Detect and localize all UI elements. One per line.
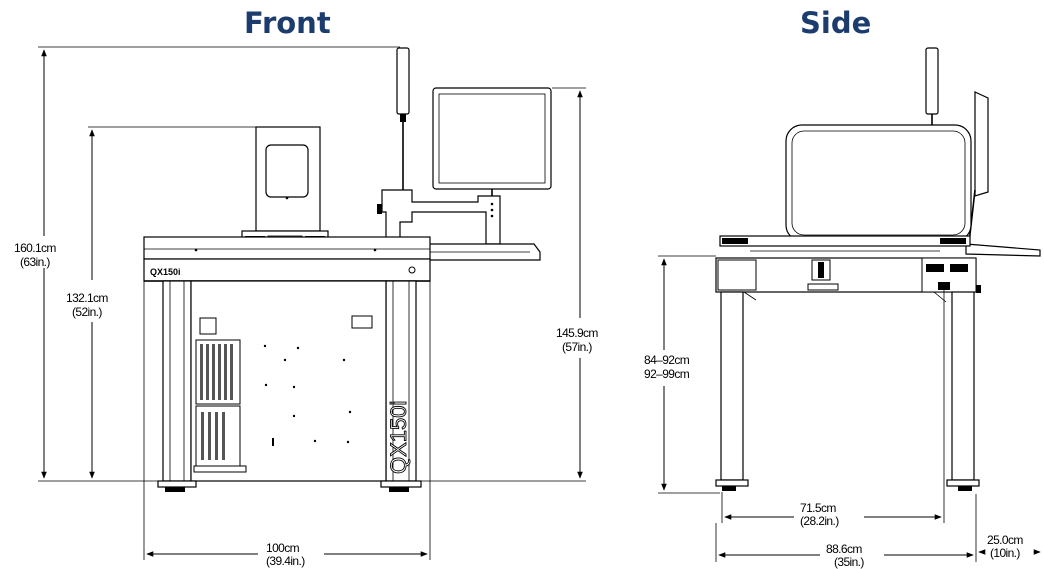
side-inner-depth-imperial: (28.2in.) (800, 514, 839, 528)
front-body-height-metric: 132.1cm (66, 291, 108, 305)
side-dim-height: 84–92cm 92–99cm (644, 255, 720, 494)
front-left-leg (162, 280, 192, 482)
side-height-range-1: 84–92cm (644, 353, 690, 367)
front-body-height-imperial: (52in.) (72, 305, 102, 319)
front-monitor-arm (381, 189, 501, 245)
side-height-range-2: 92–99cm (644, 367, 690, 381)
front-top-rail (143, 236, 431, 260)
front-monitor-height-imperial: (57in.) (562, 340, 592, 354)
front-cabinet-slots (200, 344, 233, 460)
front-top-badge: QX150i (150, 267, 181, 277)
front-light-tower (396, 47, 410, 115)
side-monitor (974, 91, 989, 197)
front-width-imperial: (39.4in.) (266, 554, 305, 568)
front-dim-monitor-height: 145.9cm (57in.) (421, 87, 599, 482)
side-light-tower (925, 47, 939, 115)
side-extension-metric: 25.0cm (987, 533, 1023, 547)
side-view-title: Side (800, 6, 872, 40)
front-total-height-imperial: (63in.) (20, 255, 50, 269)
side-machine (715, 47, 1041, 491)
front-dim-body-height: 132.1cm (52in.) (66, 126, 256, 479)
side-dim-extension: 25.0cm (10in.) (978, 533, 1041, 560)
front-monitor (432, 87, 552, 190)
front-monitor-height-metric: 145.9cm (556, 326, 598, 340)
side-hood (785, 124, 972, 242)
side-depth-metric: 88.6cm (826, 542, 862, 556)
side-right-leg (951, 291, 975, 481)
side-inner-depth-metric: 71.5cm (800, 501, 836, 515)
side-depth-imperial: (35in.) (834, 555, 864, 569)
front-width-metric: 100cm (266, 541, 300, 555)
front-dim-total-height: 160.1cm (63in.) (14, 46, 400, 482)
front-dim-width: 100cm (39.4in.) (143, 262, 431, 568)
front-machine: QX150i QX150i (143, 47, 552, 492)
front-total-height-metric: 160.1cm (14, 241, 56, 255)
front-view-title: Front (244, 6, 331, 40)
side-keyboard-tray (965, 243, 1041, 257)
side-dim-inner-depth: 71.5cm (28.2in.) (721, 286, 945, 528)
side-dim-depth: 88.6cm (35in.) (715, 494, 977, 569)
front-side-badge: QX150i (386, 401, 411, 474)
front-panel-band (143, 258, 431, 282)
side-extension-imperial: (10in.) (990, 546, 1020, 560)
side-left-leg (720, 291, 744, 481)
